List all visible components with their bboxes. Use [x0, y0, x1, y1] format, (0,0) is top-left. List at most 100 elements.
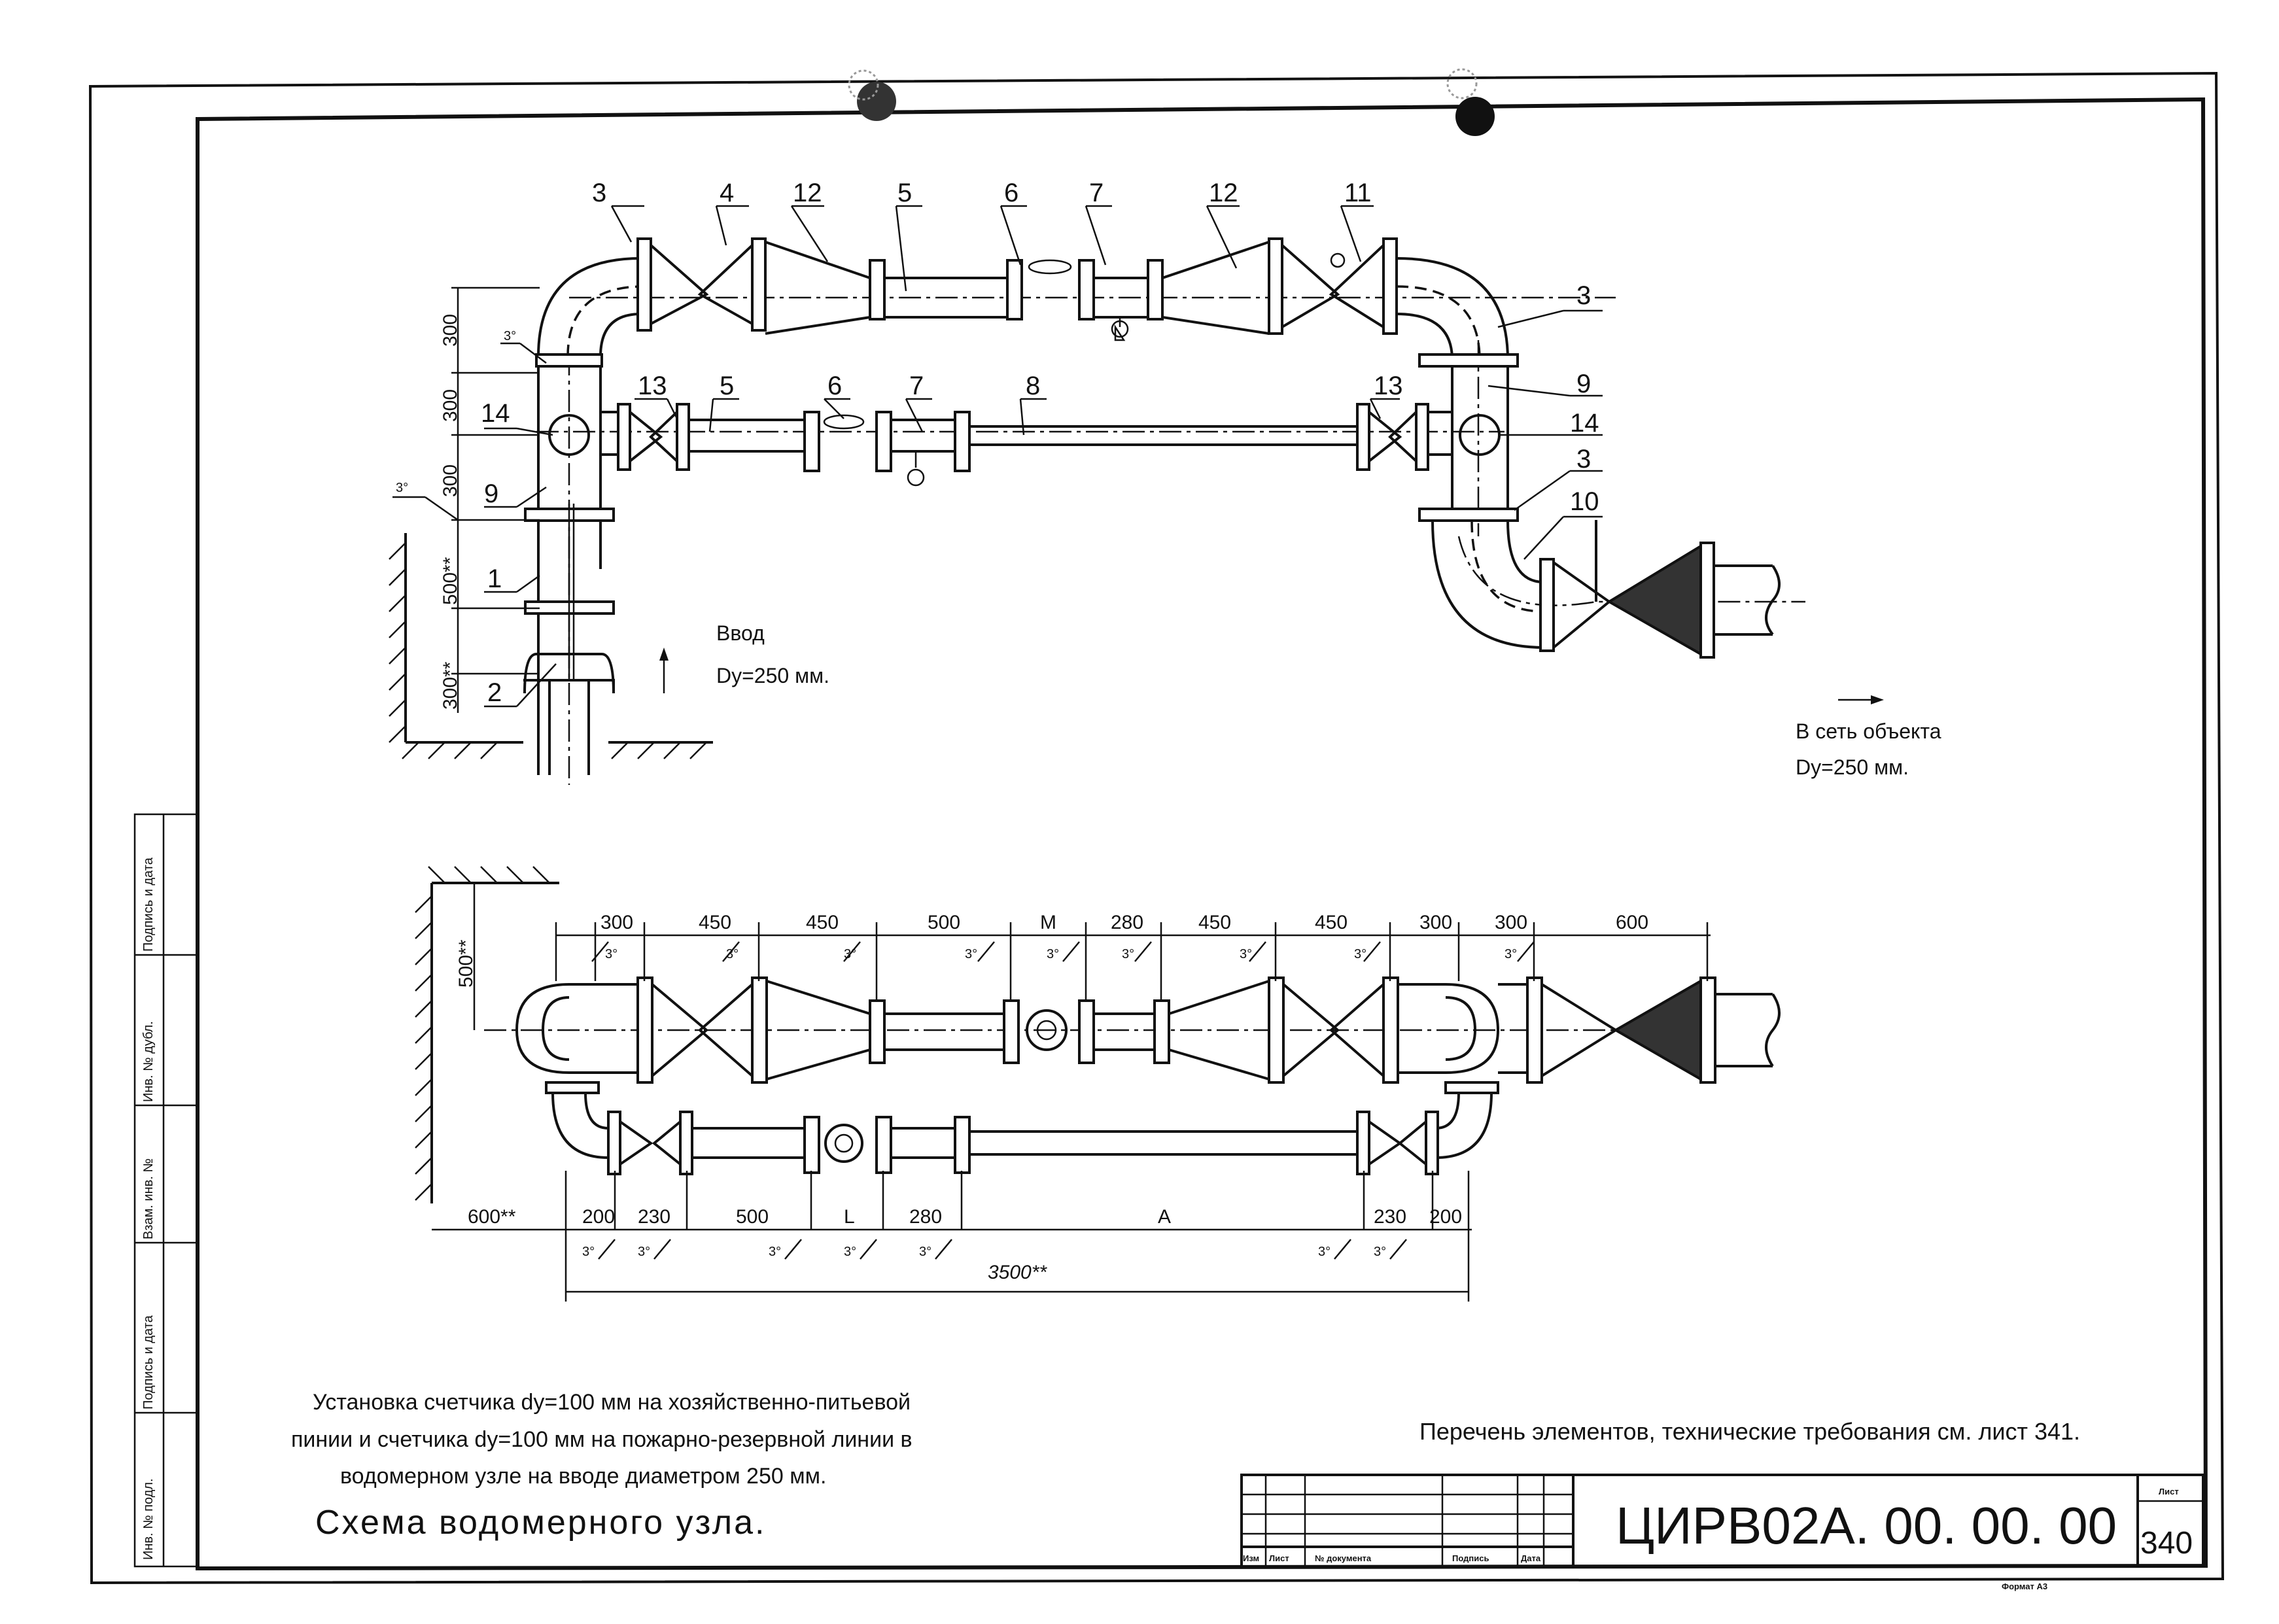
tb-header: Подпись: [1452, 1553, 1489, 1563]
angle-mark: 3°: [1318, 1245, 1331, 1259]
pos-label: 13: [638, 371, 667, 400]
angle-mark: 3°: [919, 1245, 931, 1259]
description-line-2: пинии и счетчика dy=100 мм на пожарно-ре…: [291, 1427, 913, 1452]
angle-mark: 3°: [638, 1245, 650, 1259]
angle-mark: 3°: [1122, 947, 1134, 961]
pos-label: 2: [487, 678, 502, 707]
plan-view-assembly: [415, 866, 1781, 1302]
vdim: 300: [440, 389, 461, 422]
pos-label: 12: [793, 179, 822, 207]
inlet-label: Ввод: [716, 621, 765, 645]
vdim: 300: [440, 314, 461, 347]
binder-hole-right: [1446, 68, 1495, 136]
sheet-number: 340: [2140, 1526, 2193, 1561]
dim-bottom: 200: [582, 1206, 615, 1228]
angle-mark: 3°: [605, 947, 618, 961]
description-line-3: водомерном узле на вводе диаметром 250 м…: [340, 1464, 827, 1489]
dim-bottom: L: [844, 1206, 855, 1228]
dim-top: 280: [1111, 912, 1143, 933]
pos-label: 8: [1026, 371, 1040, 400]
format-label: Формат А3: [2002, 1581, 2047, 1591]
top-view-labels: 3 4 12 5 6 7 12 11 3 9 14 3 10 13 5 6 7 …: [396, 179, 1599, 710]
angle-mark: 3°: [769, 1245, 781, 1259]
tb-header: № документа: [1315, 1553, 1372, 1563]
dim-total: 3500**: [988, 1262, 1047, 1283]
pos-label: 6: [827, 371, 842, 400]
tb-header: Изм: [1243, 1553, 1259, 1563]
left-sidebar-stamp: [133, 813, 199, 1568]
dim-bottom: A: [1158, 1206, 1171, 1228]
binder-hole-left: [848, 69, 896, 121]
tb-header: Дата: [1521, 1553, 1541, 1563]
vdim: 500**: [440, 557, 461, 605]
pos-label: 5: [897, 179, 912, 207]
top-view-assembly: [389, 205, 1884, 785]
svg-text:Инв. № дубл.: Инв. № дубл.: [141, 1021, 156, 1102]
sheet-label: Лист: [2159, 1487, 2179, 1496]
angle-mark: 3°: [1374, 1245, 1386, 1259]
dim-top: M: [1040, 912, 1056, 933]
pos-label: 4: [720, 179, 734, 207]
dim-top: 450: [806, 912, 839, 933]
svg-text:Взам. инв. №: Взам. инв. №: [141, 1158, 156, 1239]
pos-label: 13: [1374, 371, 1403, 400]
dim-top: 600: [1616, 912, 1648, 933]
pos-label: 9: [1576, 370, 1591, 398]
pos-label: 10: [1570, 487, 1599, 516]
dim-top: 450: [1198, 912, 1231, 933]
dim-top: 450: [1315, 912, 1348, 933]
pos-label: 7: [909, 371, 924, 400]
angle-mark: 3°: [1240, 947, 1252, 961]
plan-view-labels: 300 450 450 500 M 280 450 450 300 300 60…: [455, 912, 1648, 1283]
tb-header: Лист: [1269, 1553, 1289, 1563]
pos-label: 14: [481, 399, 510, 428]
dim-bottom: 230: [638, 1206, 670, 1228]
dim-bottom: 600**: [468, 1206, 516, 1228]
angle-mark: 3°: [1047, 947, 1059, 961]
drawing-code: ЦИРВ02А. 00. 00. 00: [1616, 1496, 2117, 1555]
angle-mark: 3°: [582, 1245, 595, 1259]
description-line-1: Установка счетчика dy=100 мм на хозяйств…: [313, 1390, 911, 1415]
reference-note: Перечень элементов, технические требован…: [1419, 1418, 2081, 1445]
dim-bottom: 230: [1374, 1206, 1406, 1228]
dim-bottom: 200: [1429, 1206, 1462, 1228]
drawing-title: Схема водомерного узла.: [315, 1504, 767, 1542]
pos-label: 7: [1089, 179, 1104, 207]
angle-mark: 3°: [965, 947, 977, 961]
dim-bottom: 500: [736, 1206, 769, 1228]
pos-label: 1: [487, 564, 502, 593]
pos-label: 5: [720, 371, 734, 400]
pos-label: 6: [1004, 179, 1018, 207]
pos-label: 14: [1570, 409, 1599, 438]
pos-label: 3: [1576, 445, 1591, 474]
svg-text:Подпись и дата: Подпись и дата: [141, 857, 156, 952]
angle-mark: 3°: [396, 481, 408, 495]
pos-label: 3: [1576, 281, 1591, 310]
pos-label: 11: [1344, 179, 1372, 207]
svg-text:Подпись и дата: Подпись и дата: [141, 1315, 156, 1409]
sidebar-labels: Подпись и дата Инв. № дубл. Взам. инв. №…: [141, 857, 156, 1560]
pos-label: 3: [592, 179, 606, 207]
vdim: 300: [440, 464, 461, 497]
inlet-diameter: Dy=250 мм.: [716, 664, 829, 687]
pos-label: 12: [1209, 179, 1238, 207]
dim-side: 500**: [455, 939, 477, 988]
angle-mark: 3°: [844, 1245, 856, 1259]
dim-bottom: 280: [909, 1206, 942, 1228]
angle-mark: 3°: [726, 947, 739, 961]
outlet-label: В сеть объекта: [1796, 719, 1941, 743]
svg-text:Инв. № подл.: Инв. № подл.: [141, 1478, 156, 1560]
dim-top: 300: [1495, 912, 1527, 933]
title-block: Изм Лист № документа Подпись Дата Лист 3…: [1240, 1474, 2204, 1591]
dim-top: 300: [1419, 912, 1452, 933]
outer-border: [88, 71, 2225, 1585]
dim-top: 500: [928, 912, 960, 933]
dim-top: 300: [600, 912, 633, 933]
angle-mark: 3°: [1505, 947, 1517, 961]
angle-mark: 3°: [1354, 947, 1366, 961]
angle-mark: 3°: [844, 947, 856, 961]
outlet-diameter: Dy=250 мм.: [1796, 755, 1909, 779]
angle-mark: 3°: [504, 329, 516, 343]
vdim: 300**: [440, 661, 461, 710]
